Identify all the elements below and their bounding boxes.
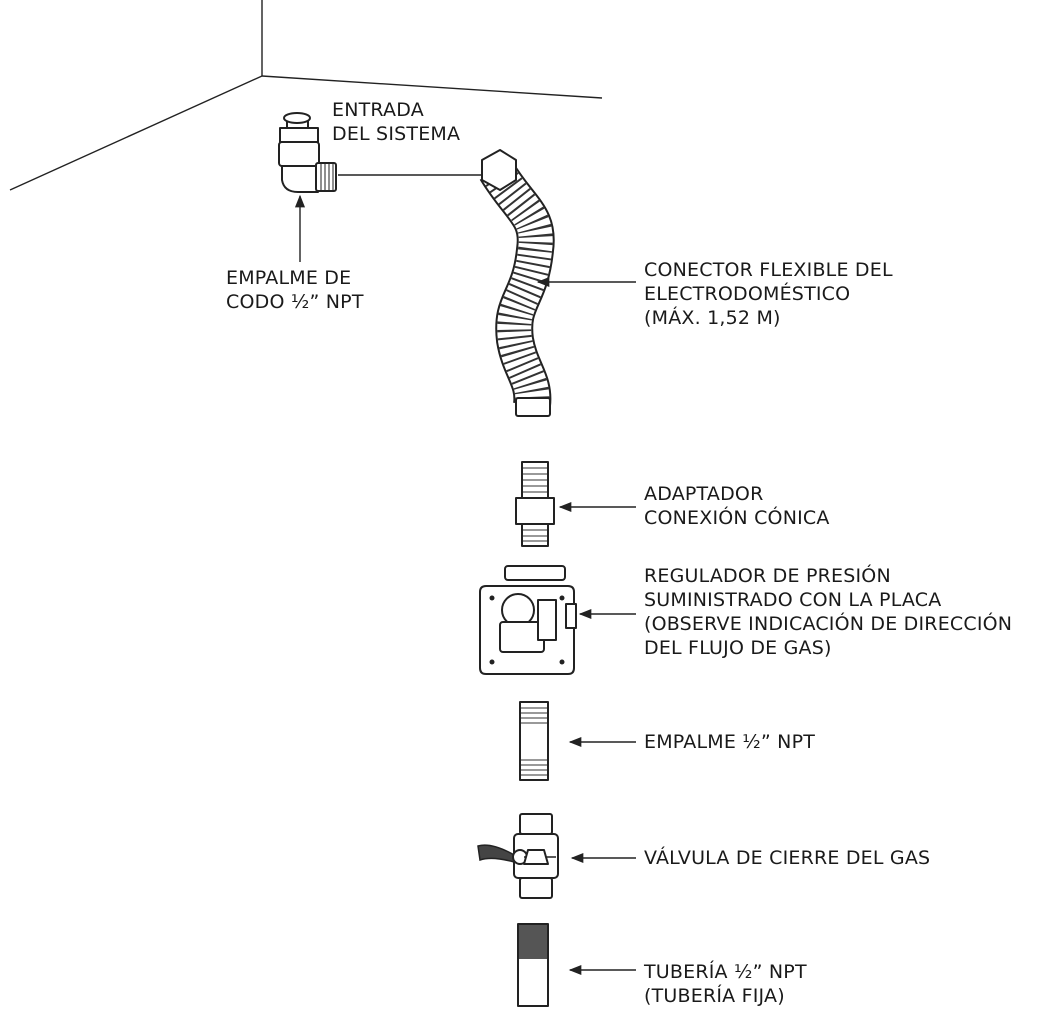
flare-adapter <box>515 461 555 547</box>
label-flex-connector: CONECTOR FLEXIBLE DEL ELECTRODOMÉSTICO (… <box>644 259 893 329</box>
label-shutoff-valve: VÁLVULA DE CIERRE DEL GAS <box>644 847 931 869</box>
label-system-inlet: ENTRADA DEL SISTEMA <box>332 99 461 145</box>
label-fixed-pipe: TUBERÍA ½” NPT (TUBERÍA FIJA) <box>644 961 807 1007</box>
elbow-fitting <box>278 112 337 193</box>
flexible-connector <box>479 149 555 417</box>
pressure-regulator <box>479 565 577 675</box>
label-flare-adapter: ADAPTADOR CONEXIÓN CÓNICA <box>644 483 830 529</box>
fixed-pipe <box>517 923 549 1007</box>
shutoff-valve <box>477 813 559 899</box>
label-pressure-regulator: REGULADOR DE PRESIÓN SUMINISTRADO CON LA… <box>644 565 1013 659</box>
nipple-fitting <box>519 701 549 781</box>
wall-corner <box>9 0 603 191</box>
label-nipple: EMPALME ½” NPT <box>644 731 816 753</box>
label-elbow-fitting: EMPALME DE CODO ½” NPT <box>226 267 364 313</box>
